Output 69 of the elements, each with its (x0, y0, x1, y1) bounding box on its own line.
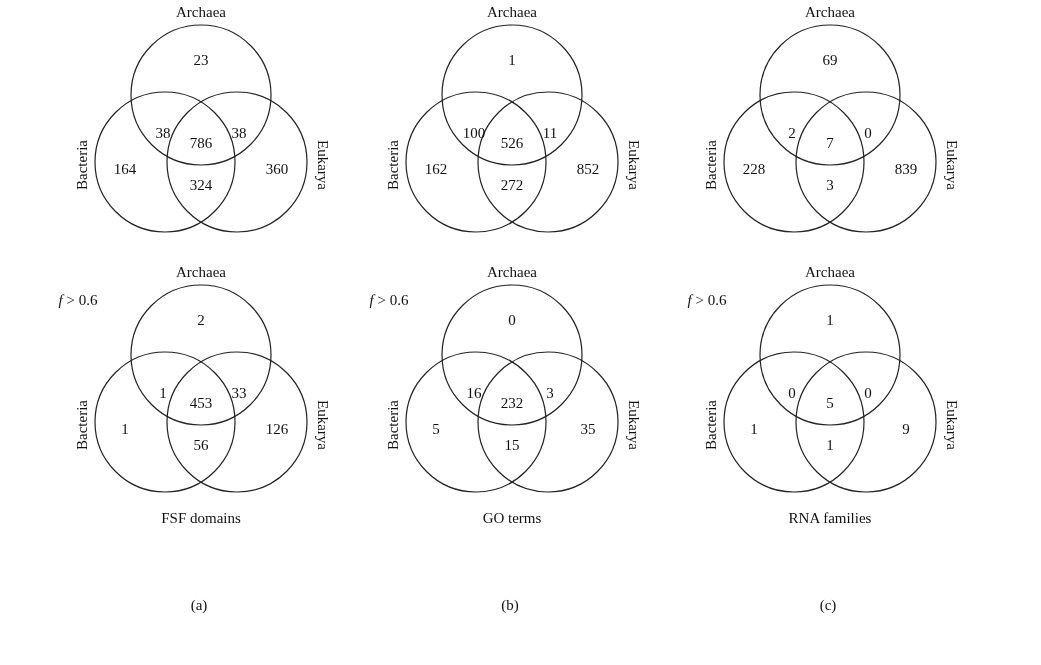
region-count: 0 (508, 311, 516, 329)
region-count: 360 (265, 160, 289, 178)
region-count: 232 (500, 394, 524, 412)
threshold-note: f > 0.6 (687, 291, 727, 309)
set-label: Eukarya (942, 400, 960, 450)
region-count: 453 (189, 394, 213, 412)
panel-caption: RNA families (788, 509, 872, 527)
set-label: Eukarya (313, 400, 331, 450)
region-count: 164 (113, 160, 137, 178)
panel-letter: (b) (501, 596, 519, 614)
set-label: Eukarya (313, 140, 331, 190)
region-count: 100 (462, 124, 486, 142)
panel-caption: GO terms (482, 509, 542, 527)
set-label: Eukarya (624, 400, 642, 450)
set-label: Bacteria (702, 140, 720, 190)
region-count: 839 (894, 160, 918, 178)
region-count: 786 (189, 134, 213, 152)
region-count: 126 (265, 420, 289, 438)
region-count: 1 (508, 51, 516, 69)
region-count: 852 (576, 160, 600, 178)
region-count: 162 (424, 160, 448, 178)
set-label: Archaea (805, 3, 855, 21)
panel-letter: (c) (819, 596, 837, 614)
region-count: 33 (231, 384, 247, 402)
region-count: 0 (788, 384, 796, 402)
region-count: 1 (826, 436, 834, 454)
region-count: 9 (902, 420, 910, 438)
set-label: Bacteria (73, 400, 91, 450)
set-label: Bacteria (702, 400, 720, 450)
set-label: Archaea (805, 263, 855, 281)
region-count: 5 (826, 394, 834, 412)
set-label: Bacteria (384, 140, 402, 190)
region-count: 1 (750, 420, 758, 438)
region-count: 272 (500, 176, 524, 194)
region-count: 2 (788, 124, 796, 142)
region-count: 35 (580, 420, 596, 438)
threshold-note: f > 0.6 (369, 291, 409, 309)
region-count: 7 (826, 134, 834, 152)
region-count: 0 (864, 124, 872, 142)
threshold-note: f > 0.6 (58, 291, 98, 309)
region-count: 38 (231, 124, 247, 142)
panel-caption: FSF domains (161, 509, 241, 527)
region-count: 2 (197, 311, 205, 329)
region-count: 11 (542, 124, 558, 142)
region-count: 1 (121, 420, 129, 438)
set-label: Archaea (487, 3, 537, 21)
region-count: 16 (466, 384, 482, 402)
set-label: Eukarya (942, 140, 960, 190)
set-label: Bacteria (73, 140, 91, 190)
set-label: Bacteria (384, 400, 402, 450)
region-count: 56 (193, 436, 209, 454)
region-count: 38 (155, 124, 171, 142)
region-count: 1 (159, 384, 167, 402)
region-count: 5 (432, 420, 440, 438)
region-count: 3 (826, 176, 834, 194)
set-label: Eukarya (624, 140, 642, 190)
region-count: 69 (822, 51, 838, 69)
set-label: Archaea (487, 263, 537, 281)
set-label: Archaea (176, 3, 226, 21)
panel-letter: (a) (190, 596, 208, 614)
region-count: 1 (826, 311, 834, 329)
region-count: 324 (189, 176, 213, 194)
region-count: 526 (500, 134, 524, 152)
region-count: 0 (864, 384, 872, 402)
region-count: 228 (742, 160, 766, 178)
region-count: 15 (504, 436, 520, 454)
region-count: 23 (193, 51, 209, 69)
set-label: Archaea (176, 263, 226, 281)
region-count: 3 (546, 384, 554, 402)
